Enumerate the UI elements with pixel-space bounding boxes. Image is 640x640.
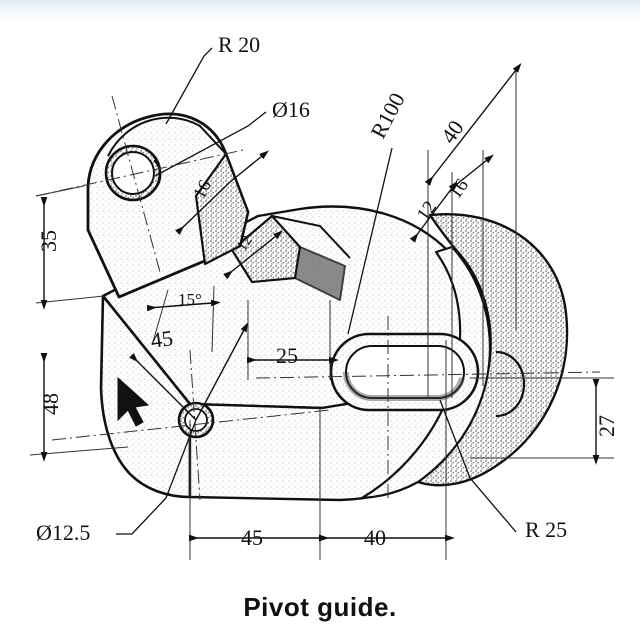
label-base45: 45: [241, 525, 263, 550]
ext-15-r: [211, 285, 215, 353]
dimension-lines: [40, 63, 600, 542]
slot-shadow: [343, 371, 465, 401]
hook-end-mass: [416, 212, 569, 487]
leader-d16: [154, 111, 267, 177]
label-base40: 40: [364, 525, 386, 550]
upper-bore-back: [153, 159, 162, 191]
leader-r20: [165, 47, 213, 125]
rib-face: [294, 246, 346, 301]
cl-lower-v: [189, 349, 201, 501]
label-48: 48: [38, 393, 63, 415]
label-r25: R 25: [525, 517, 567, 542]
cl-upper-v: [111, 95, 161, 273]
label-27: 27: [594, 415, 619, 437]
label-u45: 45: [149, 325, 174, 353]
label-r100: R100: [365, 89, 409, 143]
hook-recess: [495, 350, 526, 418]
leader-lines: [116, 47, 517, 535]
mouse-cursor: [117, 376, 150, 427]
dim-lug16: [174, 181, 231, 236]
label-15deg: 15°: [178, 290, 202, 309]
label-d16: Ø16: [272, 97, 310, 122]
upper-lug-top-arc: [107, 116, 227, 157]
ext-35-bot: [35, 295, 105, 304]
leader-r25: [439, 399, 517, 533]
dim-rib12: [223, 230, 283, 280]
dim-top-16: [449, 154, 494, 192]
label-r20: R 20: [218, 32, 260, 57]
dim-top-40: [424, 63, 522, 186]
label-25: 25: [276, 343, 298, 368]
dim-15deg: [146, 299, 221, 312]
cl-lower-h: [51, 409, 331, 441]
front-face: [99, 294, 192, 499]
ext-15-l: [151, 289, 169, 346]
label-35: 35: [36, 230, 61, 252]
dim-u45: [128, 352, 197, 421]
slot-inner-wall: [345, 345, 465, 399]
part-solid: [86, 112, 569, 502]
label-top16: 16: [445, 175, 473, 203]
leader-d125: [116, 419, 197, 535]
dim-top-12: [409, 180, 458, 243]
leader-r100: [347, 147, 393, 335]
label-d125: Ø12.5: [36, 520, 90, 545]
ext-35-top: [35, 185, 85, 197]
dim-lug16b: [229, 150, 269, 183]
figure-caption: Pivot guide.: [243, 592, 397, 622]
label-top40: 40: [436, 116, 469, 148]
dim-u45b: [195, 322, 249, 421]
